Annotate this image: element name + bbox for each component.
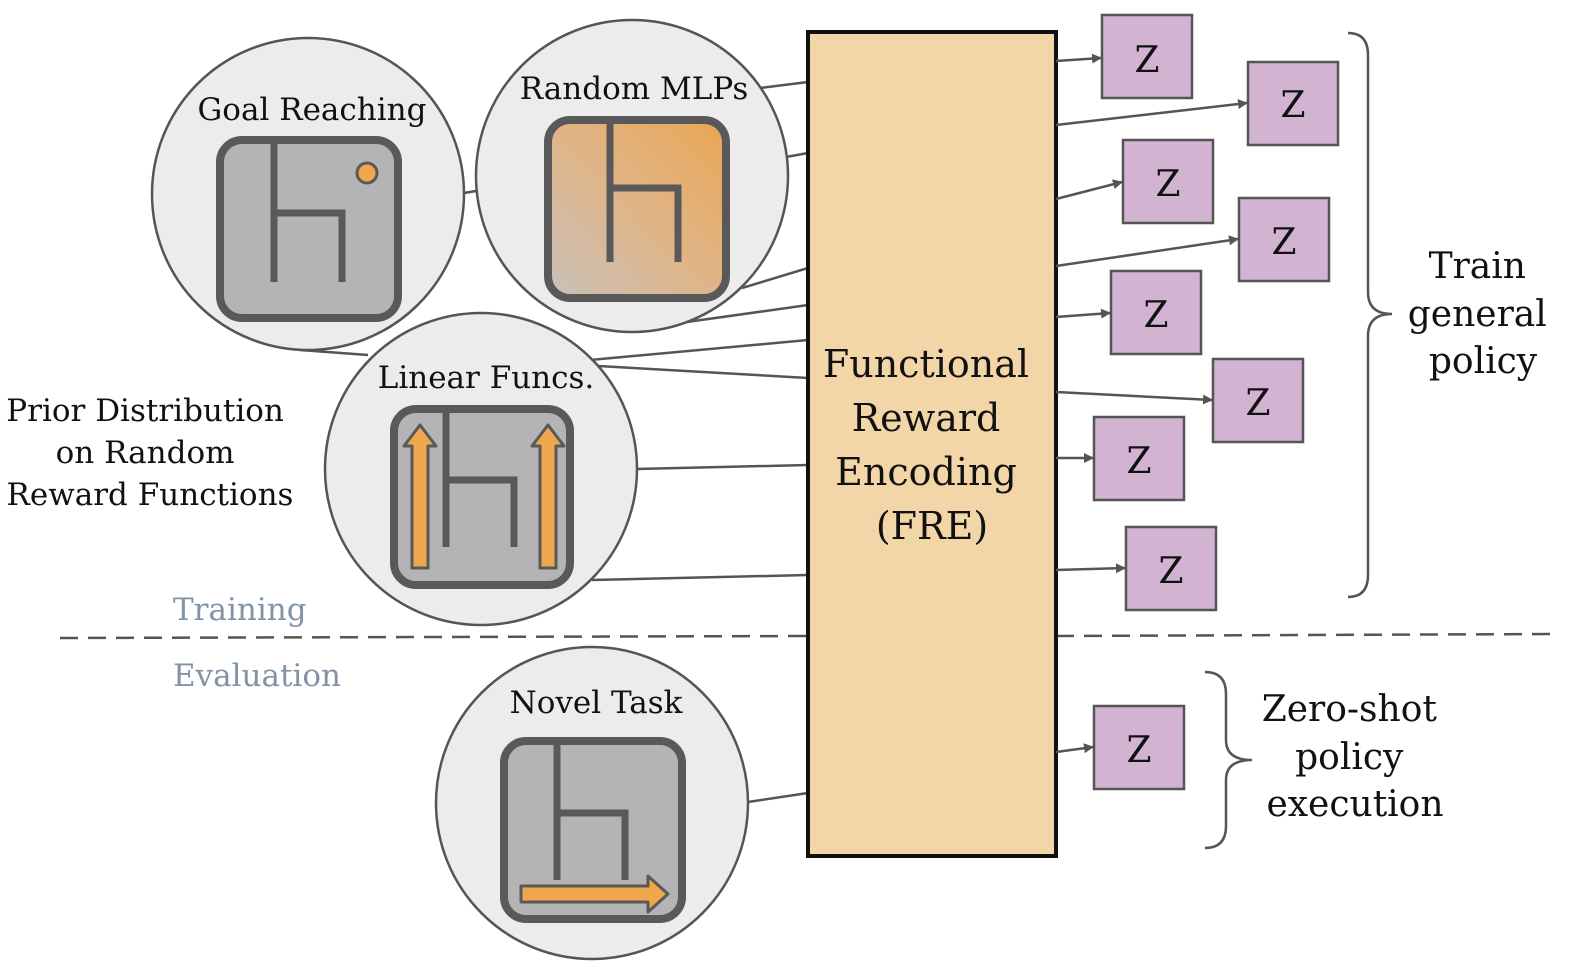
training-section-label: Training	[173, 592, 307, 628]
prior-distribution-label: Prior Distribution on Random Reward Func…	[6, 393, 293, 513]
svg-text:Z: Z	[1158, 551, 1183, 592]
linear-funcs-label: Linear Funcs.	[378, 360, 595, 396]
zero-shot-execution-label: Zero-shot policy execution	[1262, 689, 1449, 825]
random-mlps-circle: Random MLPs	[474, 18, 790, 334]
train-brace	[1347, 31, 1393, 599]
linear-funcs-circle: Linear Funcs.	[323, 311, 639, 627]
train-general-policy-label: Train general policy	[1408, 246, 1558, 382]
svg-text:Z: Z	[1126, 730, 1151, 771]
maze-up-arrows-icon	[390, 405, 574, 589]
random-mlps-label: Random MLPs	[520, 71, 749, 107]
svg-text:Z: Z	[1245, 383, 1270, 424]
up-arrow-left	[402, 423, 438, 570]
svg-text:Z: Z	[1134, 40, 1159, 81]
evaluation-section-label: Evaluation	[173, 658, 341, 694]
right-arrow	[519, 874, 670, 914]
goal-reaching-circle: Goal Reaching	[150, 36, 466, 352]
z-box: Z	[1246, 60, 1340, 147]
svg-text:Z: Z	[1280, 85, 1305, 126]
maze-with-goal-dot-icon	[216, 136, 402, 322]
svg-text:Z: Z	[1271, 222, 1296, 263]
z-box: Z	[1211, 357, 1305, 444]
svg-text:Z: Z	[1126, 441, 1151, 482]
zeroshot-brace	[1204, 670, 1253, 850]
z-box: Z	[1121, 138, 1215, 225]
maze-right-arrow-icon	[500, 737, 686, 923]
novel-task-label: Novel Task	[510, 685, 683, 721]
goal-reaching-label: Goal Reaching	[198, 92, 427, 128]
z-box: Z	[1124, 525, 1218, 612]
svg-text:Z: Z	[1143, 295, 1168, 336]
svg-text:Z: Z	[1155, 164, 1180, 205]
z-box-eval: Z	[1092, 704, 1186, 791]
z-box: Z	[1092, 415, 1186, 502]
output-arrows	[1055, 53, 1248, 754]
fre-label: Functional Reward Encoding (FRE)	[823, 342, 1041, 548]
train-eval-separator	[59, 632, 1556, 640]
fre-block: Functional Reward Encoding (FRE)	[806, 30, 1058, 858]
novel-task-circle: Novel Task	[434, 645, 750, 961]
maze-gradient-icon	[544, 116, 730, 302]
z-box: Z	[1100, 13, 1194, 100]
up-arrow-right	[530, 423, 566, 570]
z-box: Z	[1109, 269, 1203, 356]
z-box: Z	[1237, 196, 1331, 283]
